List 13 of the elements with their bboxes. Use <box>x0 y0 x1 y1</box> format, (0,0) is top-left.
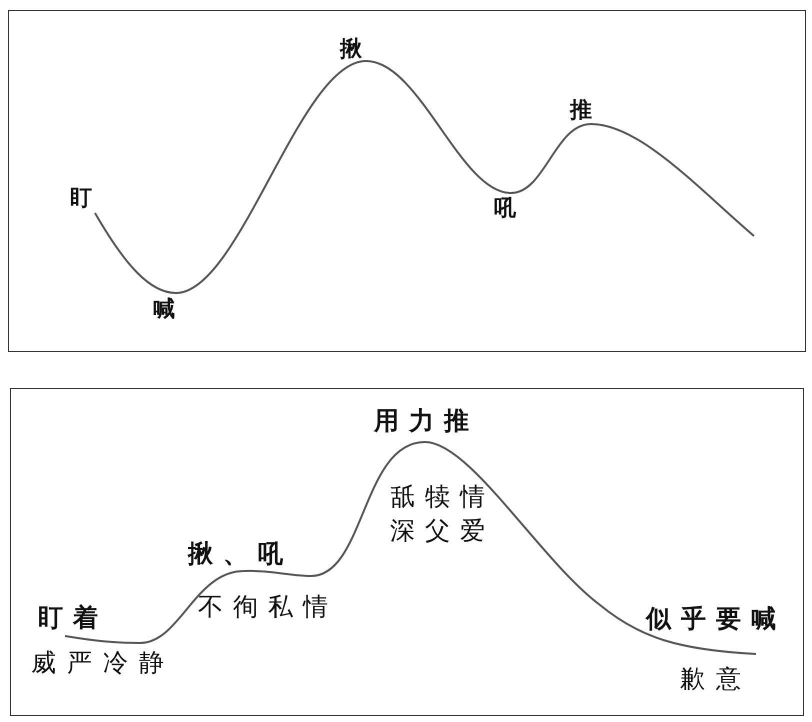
point-label: 盯 <box>70 185 92 212</box>
description-label: 不徇私情 <box>198 592 338 622</box>
action-label: 用力推 <box>374 406 479 436</box>
action-label: 揪、吼 <box>188 539 293 569</box>
point-label: 喊 <box>153 296 175 322</box>
action-label: 盯着 <box>38 603 108 633</box>
point-label: 吼 <box>494 195 516 222</box>
point-label: 推 <box>570 97 592 124</box>
description-label: 歉意 <box>680 664 752 694</box>
description-label: 舐犊情深父爱 <box>390 481 496 547</box>
description-label: 威严冷静 <box>31 648 175 678</box>
point-label: 揪 <box>340 36 362 62</box>
action-label: 似乎要喊 <box>646 604 786 634</box>
